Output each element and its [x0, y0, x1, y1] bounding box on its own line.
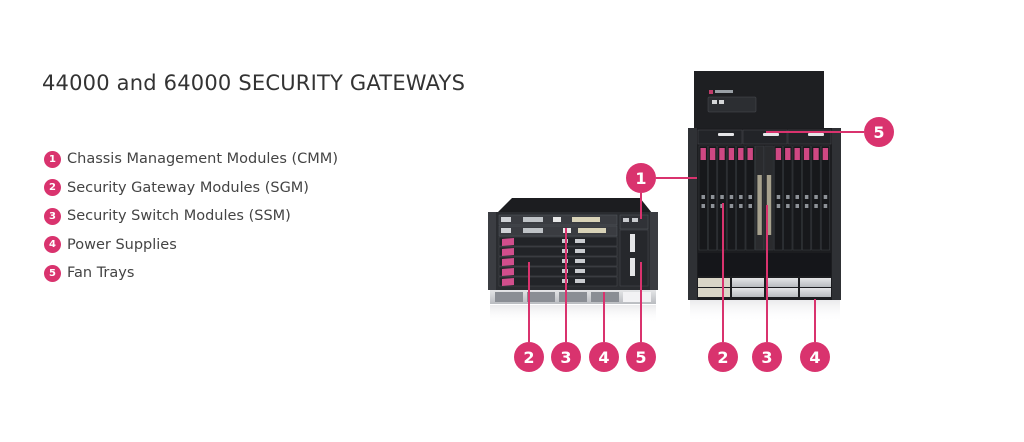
blade-port [795, 204, 799, 208]
chassis-44000 [488, 198, 658, 323]
legend-item-ssm: 3 Security Switch Modules (SSM) [44, 202, 338, 231]
number-badge-icon: 2 [44, 179, 61, 197]
callout-number: 5 [635, 348, 646, 367]
legend-item-cmm: 1 Chassis Management Modules (CMM) [44, 145, 338, 174]
callout-64000-2: 2 [708, 342, 738, 372]
blade-port [748, 204, 752, 208]
blade-port [776, 204, 781, 208]
callout-circle [864, 117, 894, 147]
blade-port [814, 204, 818, 208]
callout-circle [800, 342, 830, 372]
callout-circle [514, 342, 544, 372]
callout-circle [626, 342, 656, 372]
reflection [490, 305, 656, 323]
legend-label: Chassis Management Modules (CMM) [67, 151, 338, 168]
number-badge-icon: 3 [44, 207, 61, 225]
legend-label: Security Gateway Modules (SGM) [67, 179, 309, 196]
callout-circle [752, 342, 782, 372]
callout-number: 2 [717, 348, 728, 367]
blade-handle [728, 148, 735, 160]
legend-item-power: 4 Power Supplies [44, 231, 338, 260]
callout-44000-4: 4 [589, 342, 619, 372]
reflection [690, 300, 840, 322]
blade-port [823, 204, 828, 208]
blade-handle [813, 148, 819, 160]
blade-port [804, 195, 809, 199]
callout-number: 3 [761, 348, 772, 367]
brand-logo-icon [709, 90, 713, 94]
blade-port [739, 195, 743, 199]
legend-label: Power Supplies [67, 236, 177, 253]
power-supplies [490, 290, 656, 304]
blade-handle [738, 148, 744, 160]
callout-circle [708, 342, 738, 372]
callout-64000-1: 1 [626, 163, 656, 193]
callout-44000-3: 3 [551, 342, 581, 372]
legend-label: Security Switch Modules (SSM) [67, 208, 291, 225]
blade-port [739, 204, 743, 208]
number-badge-icon: 1 [44, 150, 61, 168]
cmm-fan-column [619, 214, 649, 287]
callout-64000-5: 5 [864, 117, 894, 147]
blade-port [701, 195, 705, 199]
number-badge-icon: 4 [44, 236, 61, 254]
callout-44000-5: 5 [626, 342, 656, 372]
blade-port [823, 195, 828, 199]
blade-port [710, 195, 715, 199]
legend-item-fan: 5 Fan Trays [44, 259, 338, 288]
blade-handle [700, 148, 706, 160]
power-supplies [698, 278, 831, 297]
blade-port [795, 195, 799, 199]
callout-number: 5 [873, 123, 884, 142]
callout-number: 1 [635, 169, 646, 188]
legend-item-sgm: 2 Security Gateway Modules (SGM) [44, 174, 338, 203]
legend-label: Fan Trays [67, 265, 135, 282]
blade-port [710, 204, 715, 208]
callout-64000-3: 3 [752, 342, 782, 372]
blade-port [701, 204, 705, 208]
ssm-slots [498, 214, 618, 237]
callout-number: 4 [809, 348, 820, 367]
chassis-lid [497, 198, 652, 213]
sgm-slots [498, 236, 618, 287]
blade-handle [794, 148, 800, 160]
callout-circle [626, 163, 656, 193]
blade-port [776, 195, 781, 199]
cmm-panel [707, 96, 757, 113]
blade-handle [747, 148, 753, 160]
blade-port [786, 195, 790, 199]
component-legend: 1 Chassis Management Modules (CMM) 2 Sec… [44, 145, 338, 288]
blade-handle [822, 148, 829, 160]
fan-grille [698, 253, 831, 276]
blade-handle [775, 148, 782, 160]
blade-port [729, 204, 734, 208]
blade-port [729, 195, 734, 199]
callout-number: 2 [523, 348, 534, 367]
blade-handle [709, 148, 716, 160]
ssm-ports [766, 175, 772, 235]
blade-handle [803, 148, 810, 160]
callout-number: 3 [560, 348, 571, 367]
blade-port [748, 195, 752, 199]
callout-64000-4: 4 [800, 342, 830, 372]
callout-circle [589, 342, 619, 372]
callout-number: 4 [598, 348, 609, 367]
fan-trays [697, 129, 832, 145]
blade-port [786, 204, 790, 208]
blade-port [814, 195, 818, 199]
blade-handle [719, 148, 725, 160]
number-badge-icon: 5 [44, 264, 61, 282]
blade-handle [785, 148, 791, 160]
callout-circle [551, 342, 581, 372]
blade-port [720, 195, 724, 199]
ssm-ports [757, 175, 762, 235]
callout-44000-2: 2 [514, 342, 544, 372]
chassis-64000 [688, 71, 841, 322]
page-title: 44000 and 64000 SECURITY GATEWAYS [42, 71, 466, 95]
blade-port [804, 204, 809, 208]
blade-slots [698, 145, 830, 251]
